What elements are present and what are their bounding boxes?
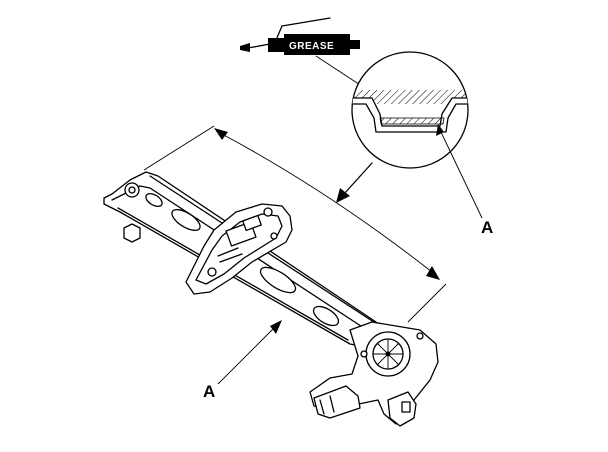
callout-a-lower: A xyxy=(203,382,215,401)
callout-a-upper-leader xyxy=(439,129,483,219)
detail-arrow xyxy=(336,162,373,203)
magnified-rail-detail xyxy=(351,51,469,169)
dimension-indicator xyxy=(143,125,447,323)
glass-carrier-bracket xyxy=(185,203,293,295)
grease-label: GREASE xyxy=(289,41,334,52)
grease-gun-icon: GREASE xyxy=(240,17,360,55)
callout-a-upper: A xyxy=(481,218,493,237)
regulator-motor xyxy=(309,321,439,427)
callout-a-lower-leader xyxy=(217,320,282,385)
